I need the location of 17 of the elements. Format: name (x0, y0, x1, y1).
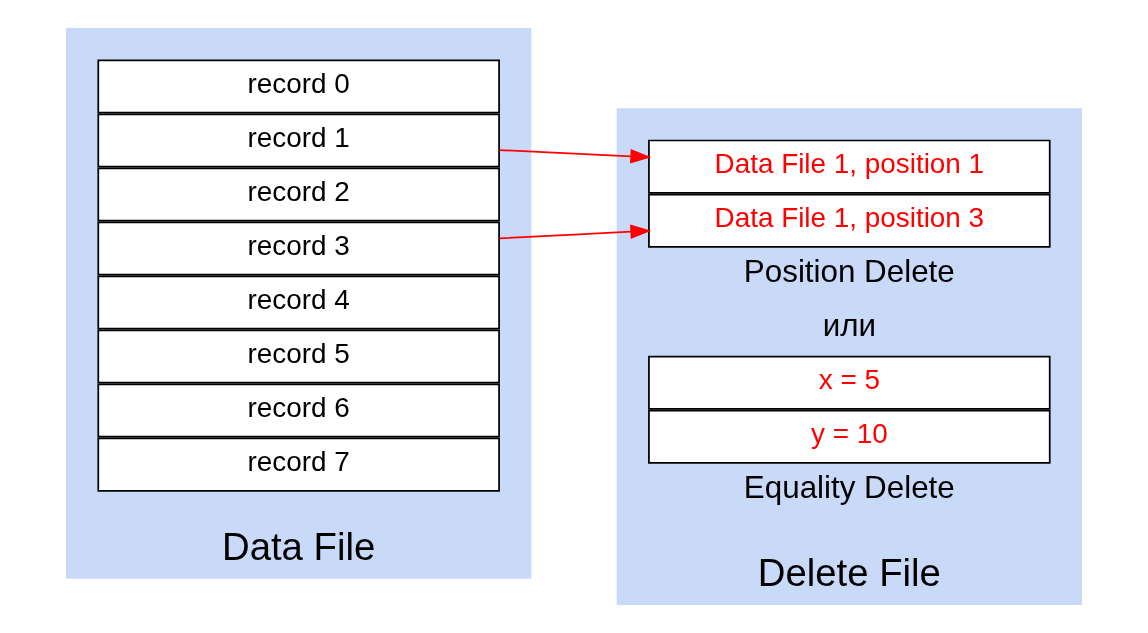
arrow (498, 224, 652, 240)
node-box: Data File 1, position 3 (648, 193, 1051, 248)
node-box: record 2 (97, 167, 500, 222)
node-box: record 3 (97, 221, 500, 276)
arrow (498, 148, 652, 164)
node-box: record 4 (97, 275, 500, 330)
node-box: record 0 (97, 59, 500, 114)
node-box: record 5 (97, 329, 500, 384)
node-box: record 6 (97, 383, 500, 438)
label: или (822, 308, 876, 344)
node-box: y = 10 (648, 409, 1051, 464)
label: Position Delete (743, 254, 955, 290)
node-box: Data File 1, position 1 (648, 139, 1051, 194)
node-box: x = 5 (648, 355, 1051, 410)
node-box: record 1 (97, 113, 500, 168)
label: Equality Delete (743, 470, 955, 506)
node-box: record 7 (97, 437, 500, 492)
